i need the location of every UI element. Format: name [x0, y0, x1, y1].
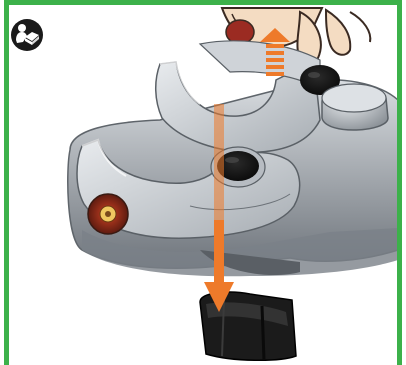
pressure-indicator — [88, 194, 128, 234]
frame-left-border — [4, 0, 9, 365]
frame-top-border — [4, 0, 402, 5]
piston-cap — [322, 84, 388, 130]
read-manual-icon — [10, 18, 44, 52]
frame-right-border — [397, 0, 402, 365]
